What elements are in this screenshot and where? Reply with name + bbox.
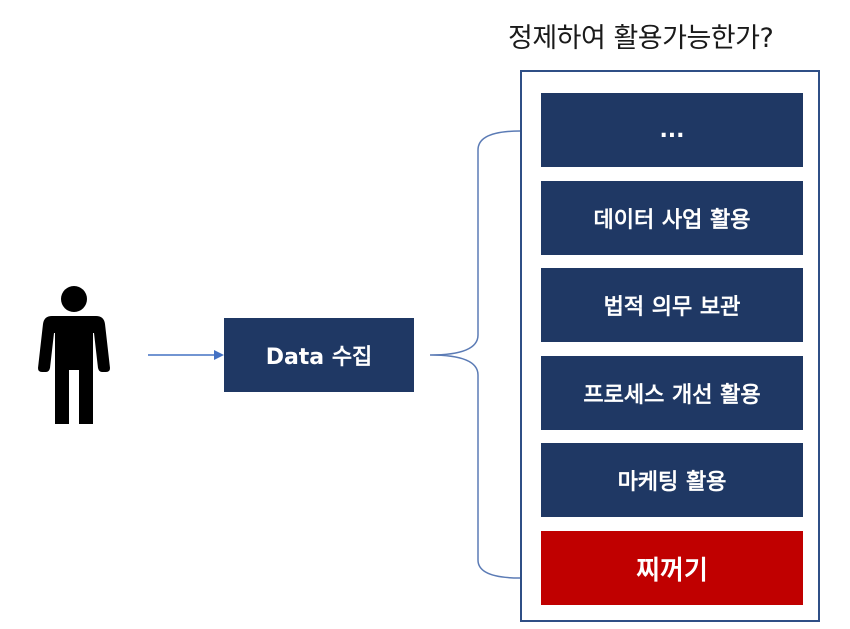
use-label: 데이터 사업 활용 <box>593 208 751 233</box>
use-box-etc: ... <box>541 93 803 167</box>
use-label: 마케팅 활용 <box>617 470 727 495</box>
person-icon <box>38 286 110 424</box>
flow-arrow <box>148 350 224 360</box>
question-label: 정제하여 활용가능한가? <box>508 23 774 54</box>
brace-connector <box>429 130 521 579</box>
use-box-marketing: 마케팅 활용 <box>541 443 803 517</box>
data-collection-box: Data 수집 <box>224 318 414 392</box>
use-label: 찌꺼기 <box>636 555 708 586</box>
data-collection-label: Data 수집 <box>265 345 373 370</box>
use-label: ... <box>659 117 685 143</box>
use-label: 법적 의무 보관 <box>603 295 741 320</box>
use-box-data-business: 데이터 사업 활용 <box>541 181 803 255</box>
use-box-waste: 찌꺼기 <box>541 531 803 605</box>
use-label: 프로세스 개선 활용 <box>583 383 761 408</box>
use-box-process-improvement: 프로세스 개선 활용 <box>541 356 803 430</box>
use-box-legal-retention: 법적 의무 보관 <box>541 268 803 342</box>
